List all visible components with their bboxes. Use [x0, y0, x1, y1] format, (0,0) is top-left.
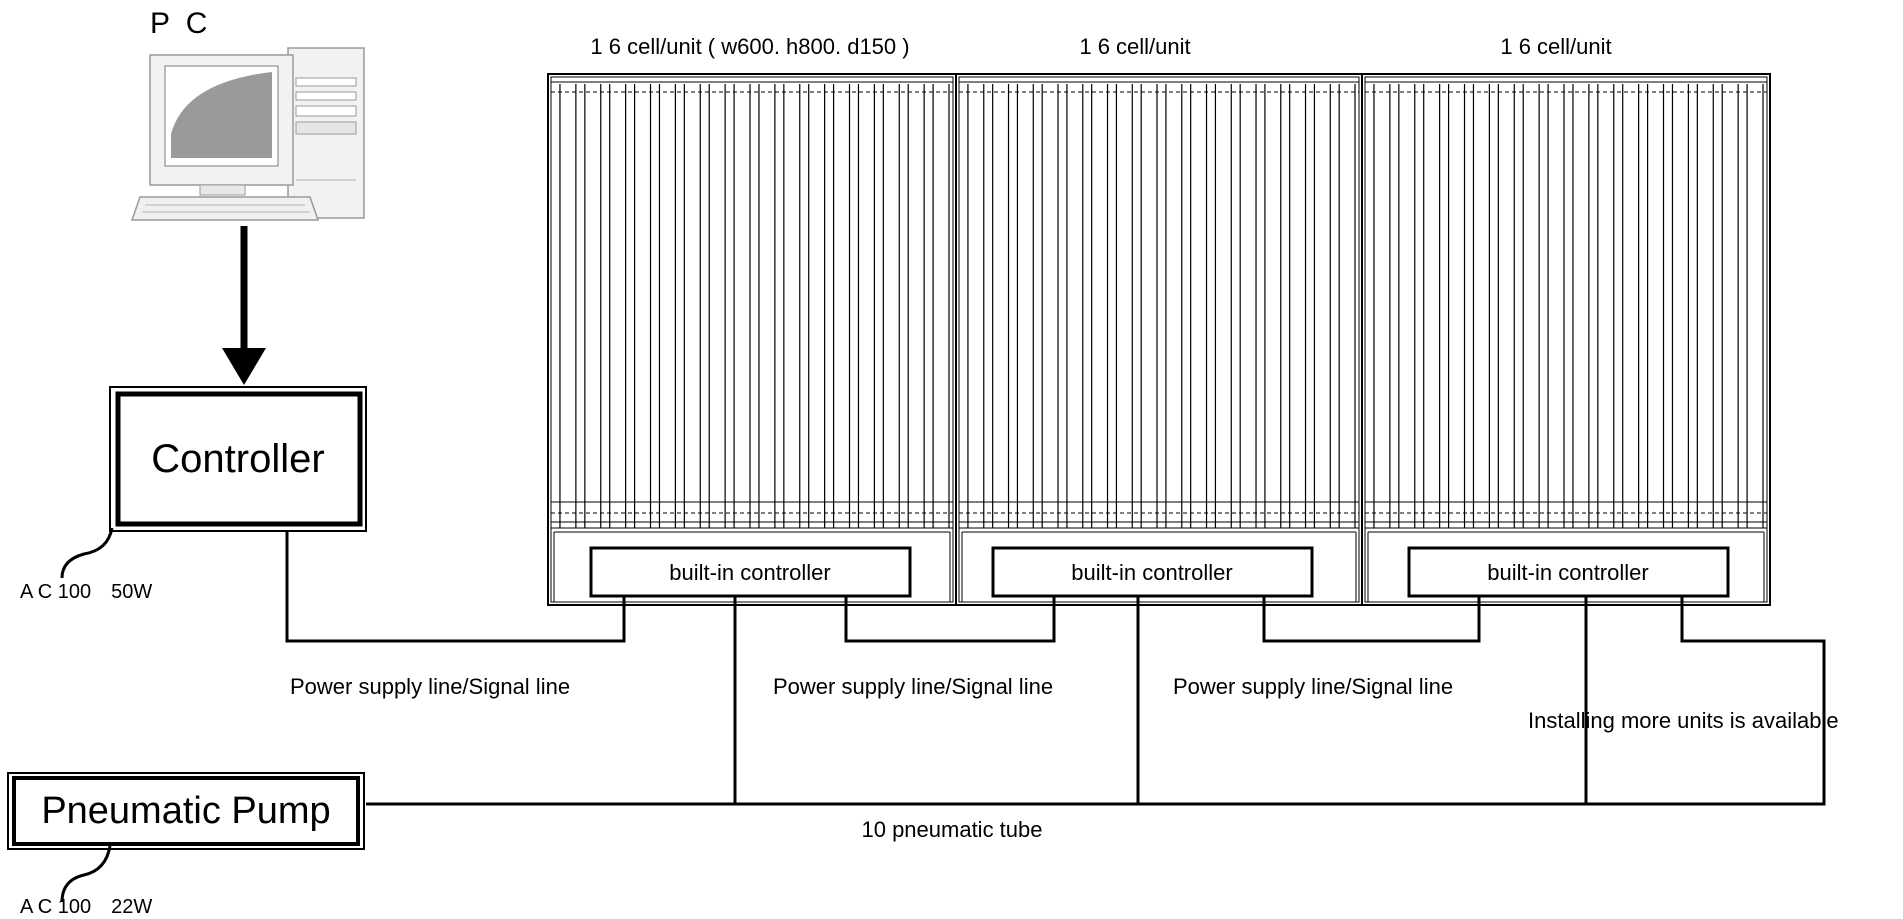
unit-3-controller-box [1407, 546, 1730, 598]
unit-3-controller-label: built-in controller [1487, 560, 1648, 585]
unit-3-frame [1361, 73, 1771, 606]
pump-power-cord [60, 845, 112, 903]
pump-box [7, 772, 365, 850]
pneumatic-tube-lines [366, 596, 1824, 806]
pc-to-controller-arrow [222, 226, 266, 385]
controller-power-cord [60, 527, 114, 579]
unit-3-title: 1 6 cell/unit [1500, 34, 1611, 59]
unit-2-frame [955, 73, 1363, 606]
controller-box [109, 386, 367, 532]
cell-units [547, 73, 1771, 606]
unit-1-controller-box [589, 546, 912, 598]
expansion-note: Installing more units is available [1528, 708, 1839, 733]
unit-1-title: 1 6 cell/unit ( w600. h800. d150 ) [590, 34, 909, 59]
pneumatic-tube-label: 10 pneumatic tube [861, 817, 1042, 842]
line-label-1: Power supply line/Signal line [290, 674, 570, 699]
line-label-2: Power supply line/Signal line [773, 674, 1053, 699]
pc-computer-icon [130, 47, 365, 221]
pump-power-label: A C 100 22W [20, 896, 152, 918]
pc-label: P C [150, 7, 211, 40]
unit-1-controller-label: built-in controller [669, 560, 830, 585]
unit-2-title: 1 6 cell/unit [1079, 34, 1190, 59]
controller-power-label: A C 100 50W [20, 581, 152, 603]
line-label-3: Power supply line/Signal line [1173, 674, 1453, 699]
unit-2-controller-box [991, 546, 1314, 598]
pump-label: Pneumatic Pump [41, 790, 330, 832]
controller-label: Controller [151, 437, 324, 481]
unit-2-controller-label: built-in controller [1071, 560, 1232, 585]
